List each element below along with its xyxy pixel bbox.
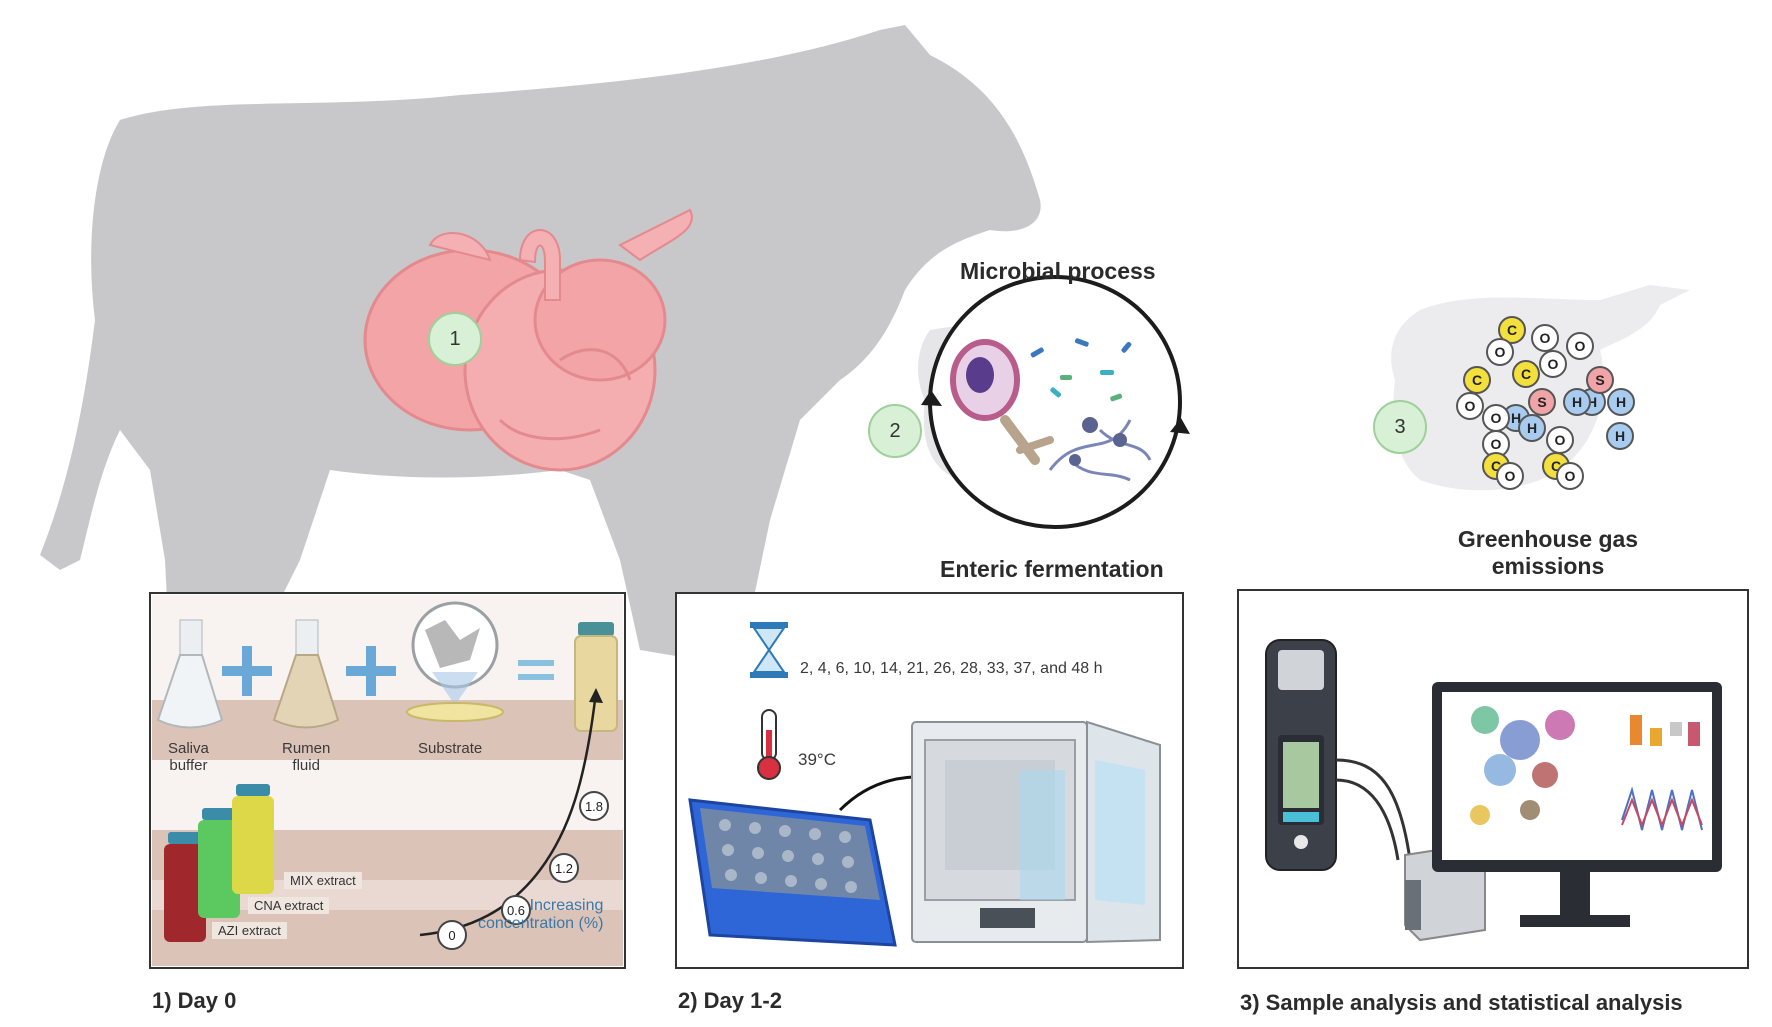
microbes <box>950 338 1152 482</box>
gas-molecule: S <box>1586 366 1614 394</box>
step-badge-2: 2 <box>868 404 922 458</box>
gas-molecule: H <box>1606 422 1634 450</box>
plus-icon <box>222 646 272 696</box>
gas-molecule: O <box>1539 350 1567 378</box>
gas-molecule: C <box>1463 366 1491 394</box>
plus-icon <box>346 646 396 696</box>
detector-cable <box>1335 758 1412 861</box>
greenhouse-gas-line1: Greenhouse gas <box>1457 526 1639 552</box>
panel3-caption: 3) Sample analysis and statistical analy… <box>1240 990 1683 1015</box>
gas-molecule: O <box>1546 426 1574 454</box>
gas-molecule: H <box>1518 414 1546 442</box>
conc-label-line2: concentration (%) <box>478 915 604 932</box>
gas-molecule: O <box>1531 324 1559 352</box>
gas-molecule: H <box>1607 388 1635 416</box>
saliva-flask <box>156 619 224 729</box>
cycle-arrow-right <box>1170 418 1190 434</box>
saliva-line2: buffer <box>169 757 208 774</box>
thermometer-icon <box>757 709 781 780</box>
gas-molecule: O <box>1496 462 1524 490</box>
mix-extract-label: MIX extract <box>284 872 362 889</box>
temperature-label: 39°C <box>798 750 836 769</box>
tsne-plot <box>1470 706 1575 825</box>
line-plot <box>1621 786 1703 831</box>
gas-molecule: H <box>1563 388 1591 416</box>
rumen-label: Rumen fluid <box>282 740 330 774</box>
gas-molecule: O <box>1456 392 1484 420</box>
gas-detector <box>1265 639 1337 871</box>
concentration-arrow <box>589 688 603 703</box>
step-badge-3: 3 <box>1373 400 1427 454</box>
step-badge-1: 1 <box>428 312 482 366</box>
rumen-organ <box>363 208 693 472</box>
mix-bottle <box>232 784 274 894</box>
concentration-marker: 0.6 <box>501 895 531 925</box>
gas-molecule: O <box>1486 338 1514 366</box>
rumen-line1: Rumen <box>282 740 331 757</box>
equals-icon <box>518 660 554 680</box>
azi-bottle <box>164 832 206 942</box>
hourglass-icon <box>750 622 788 678</box>
conc-label-line1: Increasing <box>529 897 604 914</box>
substrate-dish <box>406 601 504 722</box>
substrate-label: Substrate <box>418 740 483 757</box>
line-plot-2 <box>1621 797 1703 828</box>
saliva-line1: Saliva <box>168 740 209 757</box>
concentration-marker: 1.8 <box>579 791 609 821</box>
rumen-line2: fluid <box>292 757 320 774</box>
panel2-caption: 2) Day 1-2 <box>678 988 782 1013</box>
panel1-caption: 1) Day 0 <box>152 988 237 1013</box>
concentration-marker: 1.2 <box>549 853 579 883</box>
gas-molecule: S <box>1528 388 1556 416</box>
concentration-marker: 0 <box>437 920 467 950</box>
gas-molecule: O <box>1566 332 1594 360</box>
cycle-arrow-left <box>921 390 942 406</box>
cna-extract-label: CNA extract <box>248 897 330 914</box>
enteric-fermentation-label: Enteric fermentation <box>940 556 1164 582</box>
detector-cable <box>1335 778 1400 861</box>
rumen-flask <box>272 619 340 729</box>
bottle-tray <box>688 798 897 947</box>
gas-molecule: O <box>1556 462 1584 490</box>
mixture-bottle <box>574 622 618 732</box>
gas-molecule: C <box>1512 360 1540 388</box>
greenhouse-gas-line2: emissions <box>1491 553 1605 579</box>
microbial-process-label: Microbial process <box>960 258 1156 284</box>
time-points: 2, 4, 6, 10, 14, 21, 26, 28, 33, 37, and… <box>800 660 1103 677</box>
saliva-label: Saliva buffer <box>168 740 209 774</box>
azi-extract-label: AZI extract <box>212 922 287 939</box>
incubator <box>911 720 1161 944</box>
panel1-band-top <box>152 700 623 760</box>
cna-bottle <box>198 808 240 918</box>
greenhouse-gas-label: Greenhouse gas emissions <box>1448 526 1648 580</box>
gas-molecule: O <box>1482 404 1510 432</box>
conc-axis-label: Increasing concentration (%) <box>478 897 603 933</box>
cow-silhouette-small-3 <box>1391 285 1690 491</box>
boxplot <box>1630 715 1700 746</box>
concentration-curve <box>419 699 597 937</box>
